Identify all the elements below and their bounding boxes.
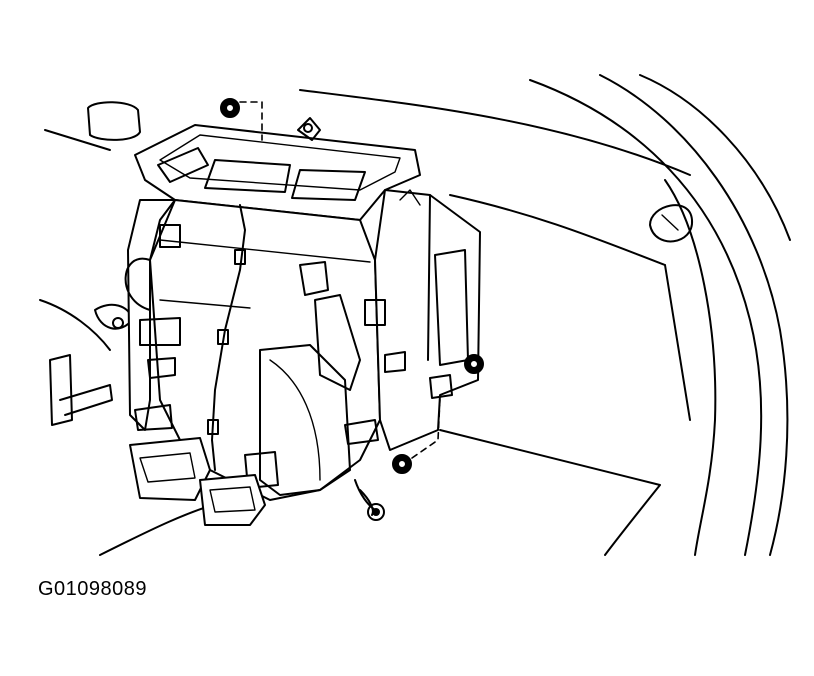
side-bracket xyxy=(49,303,133,426)
outlet-right xyxy=(291,169,366,201)
fastener-right xyxy=(429,354,484,399)
lower-duct-left xyxy=(129,437,211,501)
outlet-center xyxy=(204,159,291,193)
fastener-bottom xyxy=(392,397,441,474)
connector-top-left xyxy=(159,224,181,248)
drain-hose xyxy=(354,479,385,521)
outlet-left xyxy=(157,147,209,183)
figure-id-label: G01098089 xyxy=(38,578,148,600)
heater-unit-diagram xyxy=(39,74,791,556)
grommet xyxy=(649,204,694,243)
heater-case xyxy=(124,124,481,526)
connector-center xyxy=(299,261,329,296)
lower-duct-right xyxy=(199,474,266,526)
mounting-clip xyxy=(87,101,141,141)
fastener-top xyxy=(220,98,321,141)
connector-right xyxy=(364,299,386,326)
